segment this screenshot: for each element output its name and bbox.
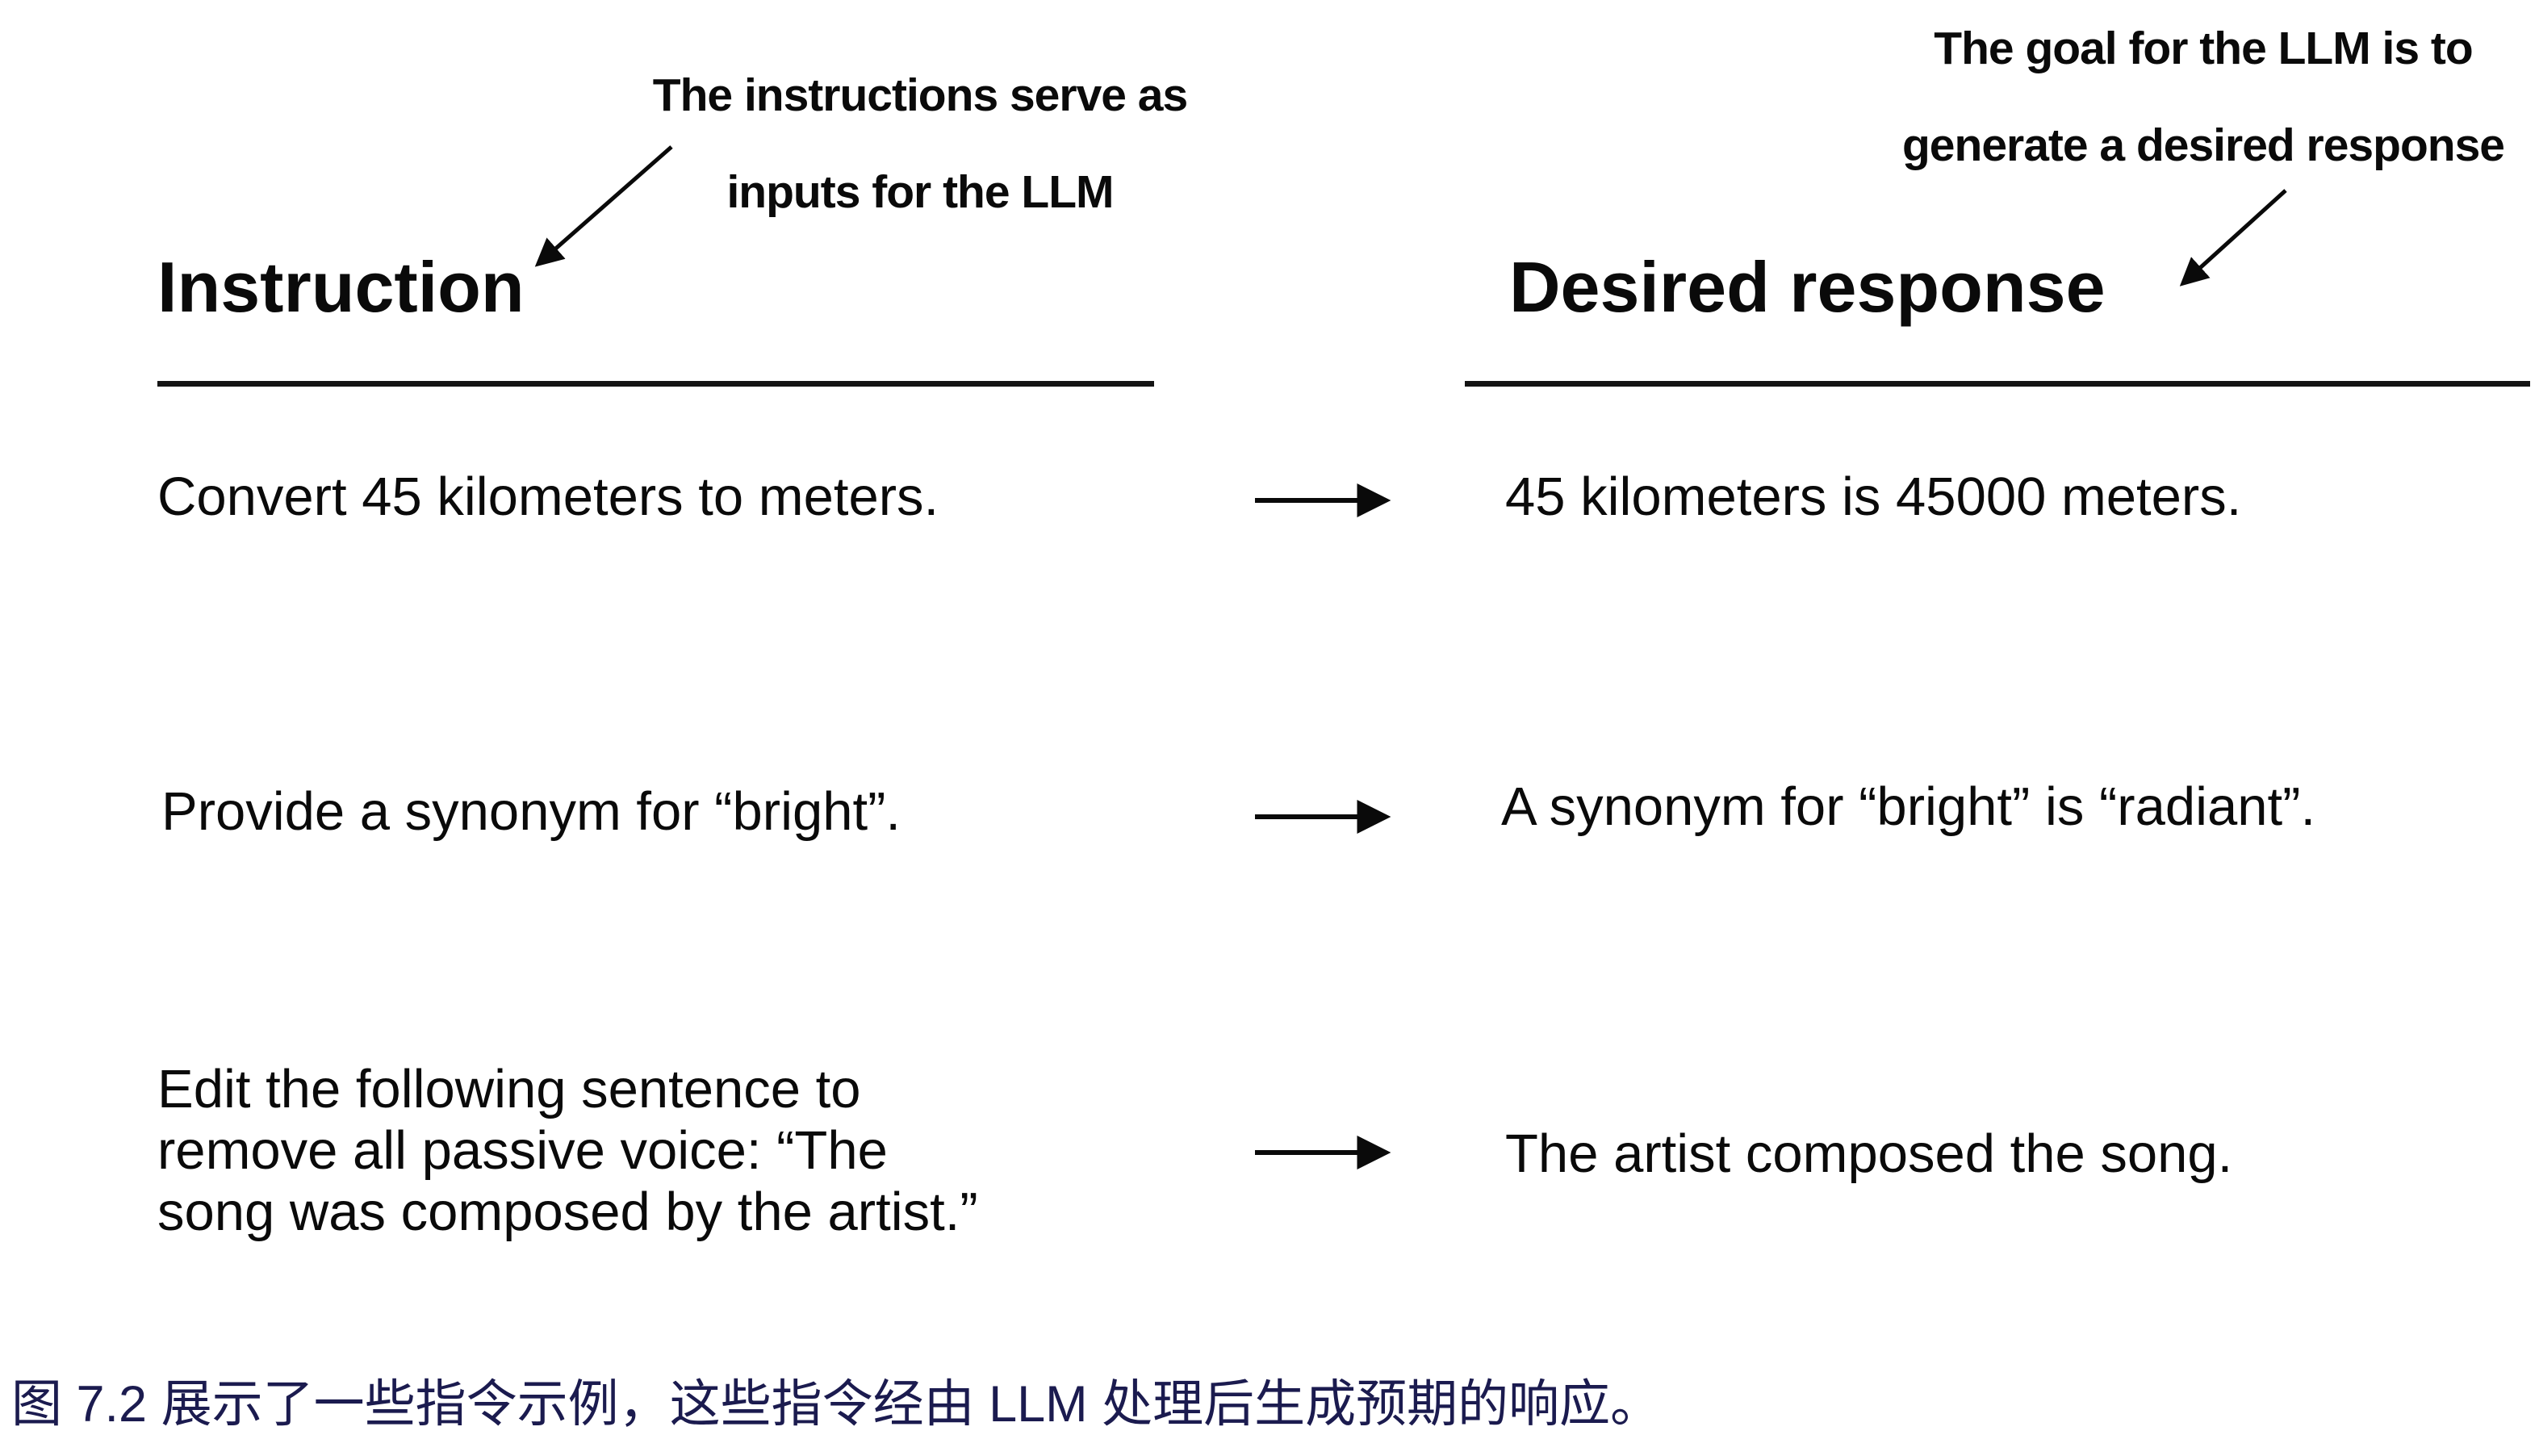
response-cell-row3: The artist composed the song. bbox=[1505, 1123, 2233, 1184]
instruction-cell-row2: Provide a synonym for “bright”. bbox=[161, 781, 901, 842]
response-cell-row1: 45 kilometers is 45000 meters. bbox=[1505, 467, 2242, 527]
right-annotation-arrow bbox=[2179, 189, 2287, 287]
instruction-header-rule bbox=[157, 381, 1154, 387]
annotation-goal-desired-response: The goal for the LLM is to generate a de… bbox=[1901, 23, 2505, 171]
desired-response-column-header: Desired response bbox=[1509, 247, 2106, 327]
instruction-cell-row1: Convert 45 kilometers to meters. bbox=[157, 467, 939, 527]
figure-caption: 图 7.2 展示了一些指令示例，这些指令经由 LLM 处理后生成预期的响应。 bbox=[11, 1376, 1662, 1433]
annotation-instructions-as-inputs: The instructions serve as inputs for the… bbox=[652, 69, 1188, 218]
response-cell-row2: A synonym for “bright” is “radiant”. bbox=[1501, 776, 2316, 837]
instruction-column-header: Instruction bbox=[157, 247, 525, 327]
instruction-cell-row3: Edit the following sentence to remove al… bbox=[157, 1059, 978, 1242]
response-header-rule bbox=[1465, 381, 2530, 387]
